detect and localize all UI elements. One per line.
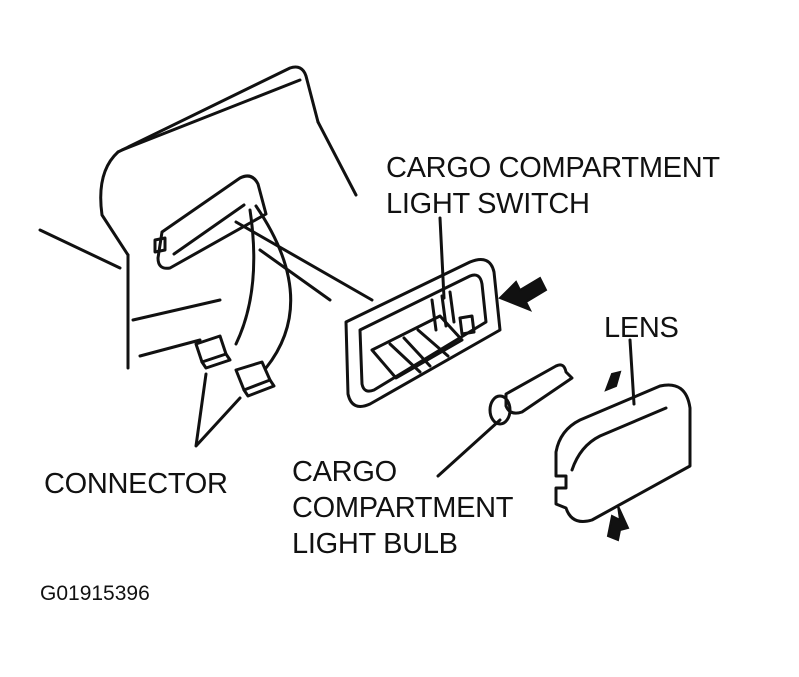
bulb-label-line2: COMPARTMENT: [292, 492, 514, 524]
lens-label: LENS: [604, 312, 679, 344]
connector-shapes: [194, 334, 276, 398]
lens-cover: [554, 383, 692, 523]
bulb-leader: [436, 418, 502, 478]
insert-arrow: [498, 276, 548, 312]
switch-leader: [438, 216, 446, 300]
lens-leader: [628, 338, 636, 406]
lens-arrow-bottom: [606, 505, 630, 542]
switch-label-line1: CARGO COMPARTMENT: [386, 152, 720, 184]
switch-label-line2: LIGHT SWITCH: [386, 188, 590, 220]
body-panel: [38, 65, 358, 370]
connector-leader: [194, 372, 242, 448]
figure-id: G01915396: [40, 582, 150, 605]
mounting-opening: [153, 174, 374, 302]
wiring-harness: [234, 204, 293, 370]
light-bulb: [488, 363, 574, 426]
light-housing: [344, 258, 502, 408]
bulb-label-line3: LIGHT BULB: [292, 528, 458, 560]
lens-arrow-top: [604, 370, 622, 392]
bulb-label-line1: CARGO: [292, 456, 397, 488]
connector-label: CONNECTOR: [44, 468, 228, 500]
